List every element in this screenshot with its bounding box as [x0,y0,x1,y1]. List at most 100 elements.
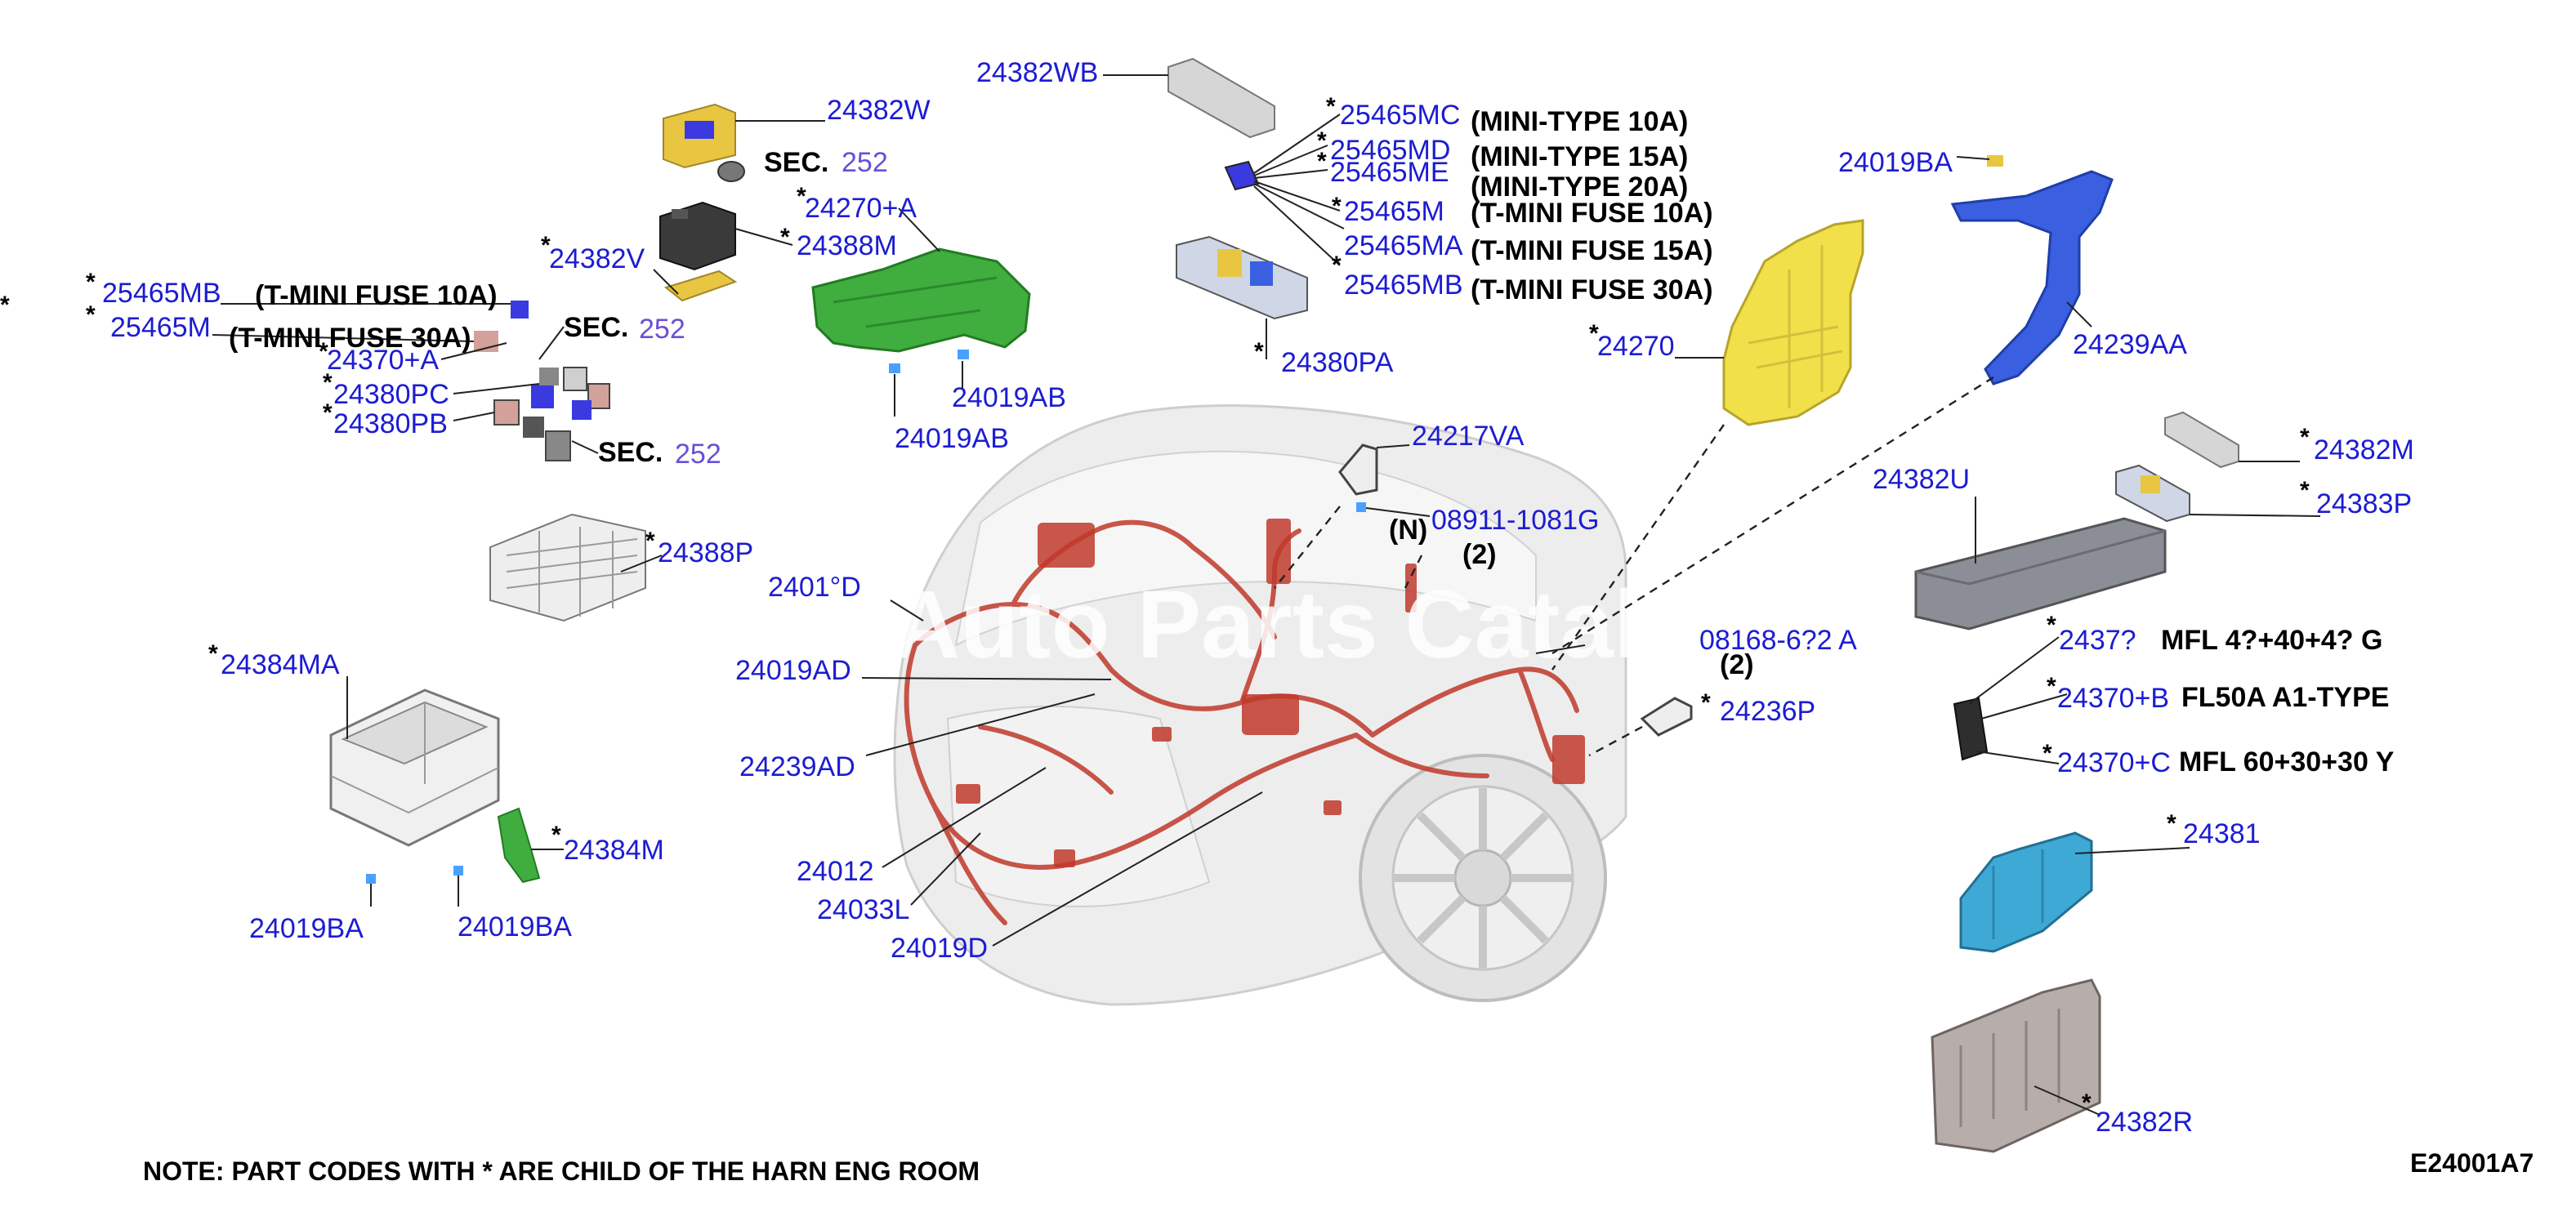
part-24370-label[interactable]: 2437? [2059,625,2136,656]
part-24382m-label[interactable]: 24382M [2314,434,2414,466]
asterisk-marker: * [86,269,96,296]
part-24217va-label[interactable]: 24217VA [1412,421,1525,452]
part-24380pb-label[interactable]: 24380PB [333,408,448,439]
part-24270-label[interactable]: 24270 [1597,331,1675,362]
tray-24388p-illustration [489,513,646,622]
asterisk-marker: * [2300,424,2310,451]
part-24382w-label[interactable]: 24382W [827,95,931,126]
asterisk-marker: * [1701,689,1711,716]
part-24381-label[interactable]: 24381 [2183,818,2261,849]
section-ref-label: SEC. [598,437,663,468]
part-24019ad-label[interactable]: 24019AD [735,655,851,686]
bracket-24270a-illustration [811,247,1031,353]
footnote: NOTE: PART CODES WITH * ARE CHILD OF THE… [143,1156,980,1186]
asterisk-marker: * [2047,673,2056,700]
part-24019ba-label-a[interactable]: 24019BA [249,913,364,944]
desc-fl50a: FL50A A1-TYPE [2181,682,2389,713]
small-grommet-illustration [717,161,745,182]
part-24019ba-label-b[interactable]: 24019BA [458,911,572,942]
bolt-24019ab-illustration [889,350,969,373]
qty-n-mark: (N) [1389,515,1427,546]
part-24019d-label[interactable]: 24019D [891,933,988,964]
harness-connectors [956,519,1585,867]
bracket-24236p-illustration [1640,697,1693,737]
part-24380pa-label[interactable]: 24380PA [1281,347,1394,378]
part-24382r-label[interactable]: 24382R [2096,1107,2193,1138]
part-25465ma-label[interactable]: 25465MA [1344,230,1463,261]
section-ref-number[interactable]: 252 [842,147,888,178]
part-08168-label[interactable]: 08168-6?2 A [1699,625,1857,656]
part-24383p-label[interactable]: 24383P [2316,488,2412,519]
bracket-24384m-illustration [497,807,541,884]
asterisk-marker: * [323,399,333,426]
part-25465mb-left-label[interactable]: 25465MB [102,278,221,309]
relay-block-24380pa-illustration [1176,235,1308,320]
asterisk-marker: * [1317,127,1327,154]
part-24370a-label[interactable]: 24370+A [327,345,439,376]
part-24019ab-label-a[interactable]: 24019AB [952,382,1066,413]
asterisk-marker: * [1589,320,1599,347]
relay-block-24383p-illustration [2115,464,2190,523]
part-24382wb-label[interactable]: 24382WB [976,57,1098,88]
part-24388p-label[interactable]: 24388P [658,537,753,568]
part-08911-label[interactable]: 08911-1081G [1431,505,1599,536]
bracket-24382v-illustration [663,270,738,302]
part-24384m-label[interactable]: 24384M [564,835,664,866]
part-24380pc-label[interactable]: 24380PC [333,379,449,410]
watermark: Auto Parts Catalog [891,571,1758,679]
bolt-icon [1356,502,1366,512]
asterisk-marker: * [0,292,10,319]
part-24370b-label[interactable]: 24370+B [2057,683,2169,714]
part-25465me-label[interactable]: 25465ME [1330,157,1449,188]
box-24384ma-illustration [329,688,500,847]
asterisk-marker: * [2082,1089,2092,1116]
desc-mfl-60: MFL 60+30+30 Y [2179,746,2395,778]
section-ref-number[interactable]: 252 [639,314,685,345]
part-25465m-left-label[interactable]: 25465M [110,312,211,343]
part-24382v-label[interactable]: 24382V [549,243,645,274]
asterisk-marker: * [780,224,790,251]
part-25465m-right-label[interactable]: 25465M [1344,196,1444,227]
part-25465mb-right-label[interactable]: 25465MB [1344,270,1463,301]
bracket-24217va-illustration [1338,443,1378,496]
part-24370c-label[interactable]: 24370+C [2057,747,2171,778]
section-ref-number[interactable]: 252 [675,439,721,470]
part-24033l-label[interactable]: 24033L [817,894,909,925]
desc-tmini-30a-right: (T-MINI FUSE 30A) [1471,274,1713,305]
asterisk-marker: * [323,369,333,396]
asterisk-marker: * [2047,612,2056,639]
part-24388m-label[interactable]: 24388M [797,230,897,261]
part-24239aa-label[interactable]: 24239AA [2073,329,2187,360]
fuse-block-mini-illustration [1224,160,1260,191]
part-25465mc-label[interactable]: 25465MC [1340,100,1460,131]
cover-24381-illustration [1959,831,2093,953]
part-24384ma-label[interactable]: 24384MA [221,649,340,680]
relay-24388m-illustration [659,201,736,271]
relay-24382w-illustration [663,103,736,169]
part-24270a-label[interactable]: 24270+A [805,193,917,224]
part-24019d-top-label[interactable]: 2401°D [768,572,861,603]
part-24382u-label[interactable]: 24382U [1873,464,1970,495]
asterisk-marker: * [551,822,561,849]
asterisk-marker: * [1254,338,1264,365]
part-24012-label[interactable]: 24012 [797,856,874,887]
fusible-link-illustration [1953,697,1989,761]
vehicle-illustration [893,404,1627,1006]
desc-tmini-10a-left: (T-MINI FUSE 10A) [255,280,498,311]
bolt-icon [1987,155,2003,167]
part-24019ab-label-b[interactable]: 24019AB [895,423,1009,454]
module-24382m-illustration [2164,411,2239,469]
part-24019ba-right-label[interactable]: 24019BA [1838,147,1953,178]
part-25465md-label[interactable]: 25465MD [1330,135,1450,166]
bracket-24239aa-illustration [1950,170,2114,385]
asterisk-marker: * [2167,810,2176,837]
asterisk-marker: * [1326,93,1336,120]
asterisk-marker: * [86,301,96,328]
part-24239ad-label[interactable]: 24239AD [739,751,855,782]
fuse-box-24270-illustration [1722,219,1864,426]
qty-2-b: (2) [1720,649,1754,680]
asterisk-marker: * [2300,477,2310,504]
asterisk-marker: * [797,183,806,210]
part-24236p-label[interactable]: 24236P [1720,696,1815,727]
asterisk-marker: * [1317,148,1327,175]
